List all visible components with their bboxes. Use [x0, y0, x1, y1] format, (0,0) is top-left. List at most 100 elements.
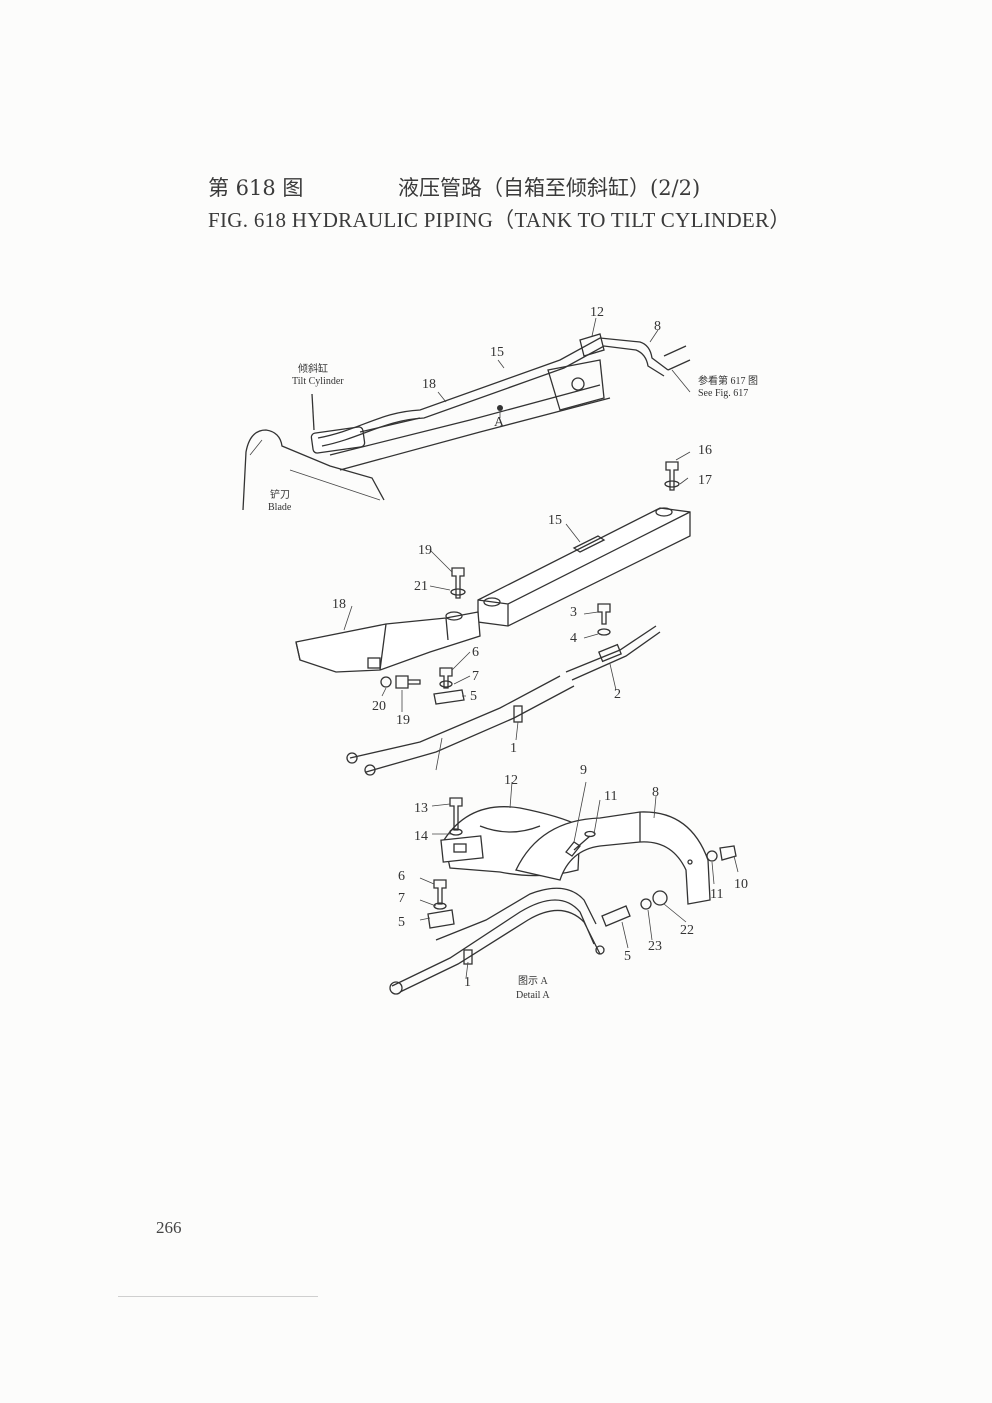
bolt-16: [665, 461, 679, 491]
bolt-3: [597, 603, 611, 625]
bolt-19-top: [451, 567, 465, 599]
cover-18-tab: [367, 657, 381, 669]
overview-leaders: [437, 317, 659, 403]
cover-18-hole: [445, 611, 463, 621]
view-mark-a: A: [494, 415, 505, 430]
tilt-cylinder-leader: [311, 393, 315, 431]
label-17: 17: [698, 473, 712, 488]
washer-20: [380, 676, 392, 688]
label-19-bottom: 19: [396, 713, 410, 728]
detail-a: [389, 781, 739, 995]
bolt-6: [439, 667, 453, 689]
pipe-1: [349, 675, 575, 773]
washer-21: [450, 588, 466, 596]
label-14: 14: [414, 829, 428, 844]
label-2: 2: [614, 687, 621, 702]
pipe-1-detail: [391, 899, 601, 993]
pipe-1-fitting-a: [346, 752, 358, 764]
label-4: 4: [570, 631, 577, 646]
cover-15-slot: [572, 535, 606, 553]
washer-17: [664, 480, 680, 488]
label-6-detail: 6: [398, 869, 405, 884]
cover-12-base: [440, 835, 484, 863]
label-23: 23: [648, 939, 662, 954]
overview-assembly: [242, 317, 691, 511]
figure-number-cn: 第 618 图: [208, 176, 304, 200]
see-fig-leader: [671, 369, 691, 393]
detail-leaders: [419, 781, 739, 979]
washer-14: [449, 828, 463, 836]
tilt-cylinder-body: [310, 426, 366, 454]
label-11-side: 11: [710, 887, 723, 902]
washer-11-side: [706, 850, 718, 862]
label-8-detail: 8: [652, 785, 659, 800]
label-20: 20: [372, 699, 386, 714]
detail-a-en: Detail A: [516, 990, 550, 1001]
clamp-5-left: [427, 909, 455, 929]
cover-18: [295, 611, 481, 673]
figure-title-cn: 液压管路（自箱至倾斜缸）(2/2): [398, 176, 701, 200]
pipe-cover-12: [579, 333, 605, 357]
washer-23: [640, 898, 652, 910]
label-7: 7: [472, 669, 479, 684]
label-11-top: 11: [604, 789, 617, 804]
tilt-cylinder-cn: 倾斜缸: [298, 362, 328, 375]
pipe-1-detail-end: [595, 945, 605, 955]
hose-2-clamp: [598, 643, 622, 663]
page-number: 266: [156, 1218, 182, 1237]
mount-bracket: [547, 359, 605, 411]
figure-title-en: FIG. 618 HYDRAULIC PIPING（TANK TO TILT C…: [208, 208, 791, 232]
see-fig-en: See Fig. 617: [698, 388, 748, 399]
cover-12-hole: [453, 843, 467, 853]
cover-15: [477, 507, 691, 627]
view-arrow-head: [497, 405, 503, 411]
exploded-leaders: [343, 451, 691, 771]
label-18-top: 18: [422, 377, 436, 392]
label-1: 1: [510, 741, 517, 756]
frame-rail: [329, 384, 611, 471]
blade-en: Blade: [268, 502, 292, 513]
bolt-6-detail: [433, 879, 447, 905]
label-5-detail-right: 5: [624, 949, 631, 964]
label-16: 16: [698, 443, 712, 458]
label-15: 15: [548, 513, 562, 528]
cover-15-hole-right: [655, 507, 673, 517]
label-22: 22: [680, 923, 694, 938]
bracket-bore: [571, 377, 585, 391]
label-12-top: 12: [590, 305, 604, 320]
label-18: 18: [332, 597, 346, 612]
bottom-rule: [118, 1296, 318, 1297]
cover-15-edges: [477, 511, 691, 626]
label-1-detail: 1: [464, 975, 471, 990]
pipe-1-detail-fitting: [389, 981, 403, 995]
label-10: 10: [734, 877, 748, 892]
bolt-9: [565, 835, 591, 857]
label-9: 9: [580, 763, 587, 778]
label-19-top: 19: [418, 543, 432, 558]
label-8-top: 8: [654, 319, 661, 334]
washer-7: [439, 680, 453, 688]
hose-2: [565, 625, 661, 681]
blade-cn: 铲刀: [270, 489, 290, 501]
cover-12-notch: [479, 825, 541, 833]
pipe-1-detail-second: [435, 887, 597, 941]
detail-a-cn: 图示 A: [518, 975, 549, 987]
bolt-22: [652, 890, 668, 906]
pipe-run-lower: [321, 345, 665, 447]
cover-15-hole-left: [483, 597, 501, 607]
label-7-detail: 7: [398, 891, 405, 906]
cover-18-folds: [295, 617, 449, 671]
guard-8-hole: [687, 859, 693, 865]
label-13: 13: [414, 801, 428, 816]
pipe-ends: [663, 345, 691, 371]
washer-7-detail: [433, 902, 447, 910]
bolt-10: [719, 845, 737, 861]
label-5: 5: [470, 689, 477, 704]
cylinder-rod: [359, 417, 421, 433]
label-12-detail: 12: [504, 773, 518, 788]
washer-4: [597, 628, 611, 636]
label-5-detail-left: 5: [398, 915, 405, 930]
pipe-1-fitting-b: [364, 764, 376, 776]
